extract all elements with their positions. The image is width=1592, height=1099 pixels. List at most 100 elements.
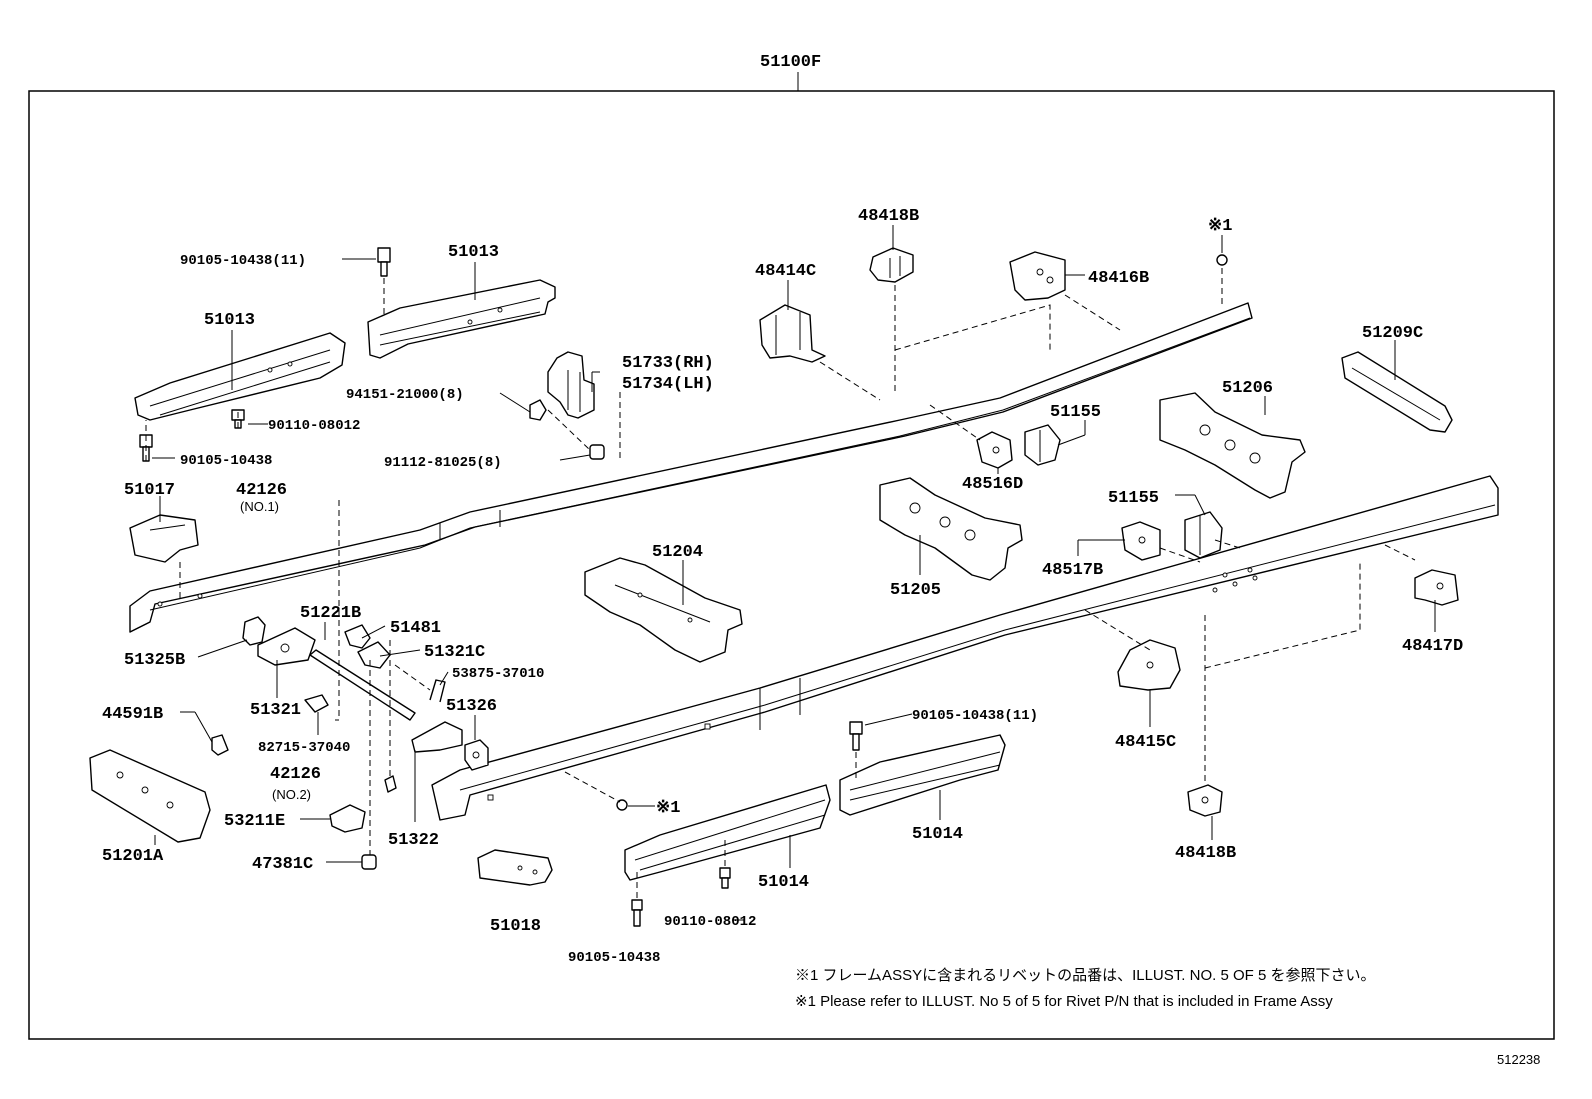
label-90110-08012-top: 90110-08012 xyxy=(268,418,360,434)
bracket-51733-51734 xyxy=(547,351,595,419)
label-44591B: 44591B xyxy=(102,705,163,724)
cover-53211E xyxy=(329,804,366,833)
clip-44591B xyxy=(211,734,229,756)
label-51481: 51481 xyxy=(390,619,441,638)
bolt-90105-mid xyxy=(849,721,863,751)
assembly-lines xyxy=(145,268,1416,898)
label-42126-no1-sub: (NO.1) xyxy=(240,499,279,514)
clamp-42126-no2 xyxy=(384,775,397,793)
label-42126-no2-sub: (NO.2) xyxy=(272,787,311,802)
label-48414C: 48414C xyxy=(755,262,816,281)
rivet-top xyxy=(1216,254,1228,266)
label-48418B-bottom: 48418B xyxy=(1175,844,1236,863)
rivet-mid xyxy=(616,799,628,811)
cap-47381C xyxy=(361,854,377,870)
label-48516D: 48516D xyxy=(962,475,1023,494)
label-51014-right: 51014 xyxy=(912,825,963,844)
label-82715: 82715-37040 xyxy=(258,740,350,756)
note-japanese: ※1 フレームASSYに含まれるリベットの品番は、ILLUST. NO. 5 O… xyxy=(795,967,1375,984)
label-51321: 51321 xyxy=(250,701,301,720)
cushion-51325B xyxy=(242,616,266,646)
bracket-51155-mid xyxy=(1184,511,1223,559)
crossmember-51205 xyxy=(879,477,1023,581)
assembly-label: 51100F xyxy=(760,53,821,72)
note-english: ※1 Please refer to ILLUST. No 5 of 5 for… xyxy=(795,993,1333,1010)
crossmember-51209C xyxy=(1341,351,1453,433)
label-51014-mid: 51014 xyxy=(758,873,809,892)
bracket-48417D xyxy=(1414,569,1459,606)
label-51325B: 51325B xyxy=(124,651,185,670)
clamp-51326 xyxy=(464,739,489,771)
bracket-51018 xyxy=(477,849,553,886)
label-51206: 51206 xyxy=(1222,379,1273,398)
label-42126-no2: 42126 xyxy=(270,765,321,784)
bolt-90110-bot xyxy=(719,867,731,889)
label-90105-10438-left: 90105-10438 xyxy=(180,453,272,469)
label-53875: 53875-37010 xyxy=(452,666,544,682)
label-51013-left: 51013 xyxy=(204,311,255,330)
label-94151: 94151-21000(8) xyxy=(346,387,464,403)
crossmember-51013-top xyxy=(367,279,556,359)
leader-lines xyxy=(152,225,1436,921)
bolt-91112 xyxy=(589,444,605,460)
frame-rail-lower xyxy=(431,475,1499,821)
plate-51321C xyxy=(357,641,391,669)
crossmember-51017 xyxy=(129,514,199,563)
bracket-48418B-bottom xyxy=(1187,784,1223,817)
label-91112: 91112-81025(8) xyxy=(384,455,502,471)
frame-rail-upper xyxy=(129,302,1253,633)
crossmember-51204 xyxy=(584,557,743,663)
label-48418B-top: 48418B xyxy=(858,207,919,226)
label-rivet-mid: ※1 xyxy=(656,799,680,818)
label-51322: 51322 xyxy=(388,831,439,850)
assembly-border xyxy=(28,90,1555,1040)
bracket-48418B-top xyxy=(869,247,914,283)
crossmember-51014-right xyxy=(839,734,1006,816)
part-labels: 90105-10438(11) 51013 51013 90110-08012 … xyxy=(102,207,1463,966)
bracket-51321 xyxy=(257,627,316,666)
label-51204: 51204 xyxy=(652,543,703,562)
label-90110-08012-bottom: 90110-08012 xyxy=(664,914,756,930)
crossmember-51206 xyxy=(1159,392,1306,499)
label-90105-10438-11-mid: 90105-10438(11) xyxy=(912,708,1038,724)
label-82715 xyxy=(304,694,329,713)
label-51201A: 51201A xyxy=(102,847,164,866)
label-51734: 51734(LH) xyxy=(622,375,714,394)
label-51205: 51205 xyxy=(890,581,941,600)
label-51321C: 51321C xyxy=(424,643,485,662)
bracket-51155-top xyxy=(1024,424,1061,466)
label-47381C: 47381C xyxy=(252,855,313,874)
label-rivet-top: ※1 xyxy=(1208,217,1232,236)
label-48417D: 48417D xyxy=(1402,637,1463,656)
label-51018: 51018 xyxy=(490,917,541,936)
label-51017: 51017 xyxy=(124,481,175,500)
shaft-51221B xyxy=(309,649,416,721)
spring-53875 xyxy=(429,679,446,703)
bolt-90105-bot xyxy=(631,899,643,927)
document-id: 512238 xyxy=(1497,1052,1540,1067)
label-51155-top: 51155 xyxy=(1050,403,1101,422)
label-51326: 51326 xyxy=(446,697,497,716)
crossmember-51013-left xyxy=(134,332,346,421)
label-51013-top: 51013 xyxy=(448,243,499,262)
label-90105-10438-bottom: 90105-10438 xyxy=(568,950,660,966)
bracket-48517B xyxy=(1121,521,1161,561)
label-51733: 51733(RH) xyxy=(622,354,714,373)
label-90105-10438-11-top: 90105-10438(11) xyxy=(180,253,306,269)
bracket-48414C xyxy=(759,304,826,363)
label-48415C: 48415C xyxy=(1115,733,1176,752)
label-48416B: 48416B xyxy=(1088,269,1149,288)
label-51221B: 51221B xyxy=(300,604,361,623)
bracket-48516D xyxy=(976,431,1013,469)
crossmember-51201A xyxy=(89,749,211,843)
label-53211E: 53211E xyxy=(224,812,285,831)
nut-94151 xyxy=(529,399,547,421)
crossmember-51014-mid xyxy=(624,784,831,881)
label-51209C: 51209C xyxy=(1362,324,1423,343)
bracket-51322 xyxy=(411,721,463,753)
label-48517B: 48517B xyxy=(1042,561,1103,580)
bolt-90105-top xyxy=(377,247,391,277)
plate-51481 xyxy=(344,624,371,649)
bracket-48415C xyxy=(1117,639,1181,691)
